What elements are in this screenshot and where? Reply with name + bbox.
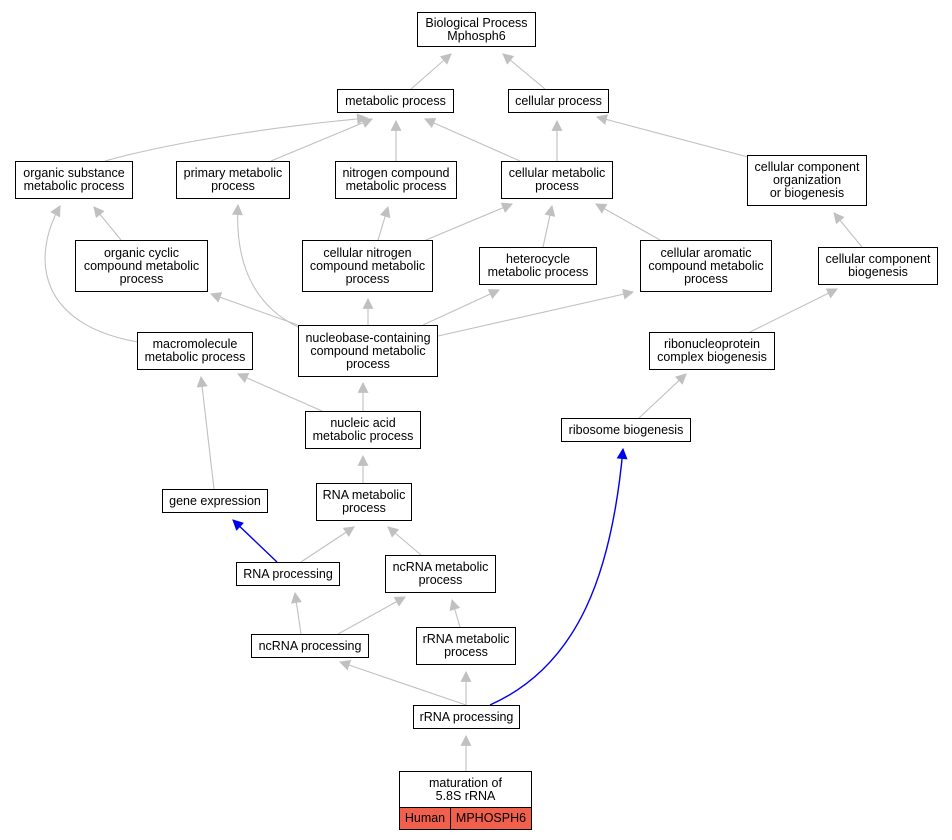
edge-metabolic-to-root — [410, 53, 452, 90]
edge-organic-cyclic-to-organic-substance — [93, 206, 122, 241]
node-ribonucleoprotein-complex-biogenesis[interactable]: ribonucleoprotein complex biogenesis — [649, 332, 775, 370]
edge-ribonucleoprotein-to-cellular-component-bio — [749, 288, 838, 333]
edge-macromolecule-to-organic-substance — [44, 205, 139, 343]
node-rna-metabolic-process[interactable]: RNA metabolic process — [316, 483, 412, 521]
node-ribosome-biogenesis[interactable]: ribosome biogenesis — [561, 418, 691, 442]
node-organic-substance-metabolic-process[interactable]: organic substance metabolic process — [15, 161, 133, 199]
edge-cellular-aromatic-to-cellular-metabolic — [595, 203, 661, 241]
edge-cellular-nitrogen-to-nitrogen-compound — [377, 205, 391, 241]
edge-nucleobase-to-cellular-aromatic — [437, 288, 635, 337]
edge-cellular-component-org-to-cellular — [595, 114, 749, 158]
edge-cellular-component-bio-to-cellular-component-org — [833, 212, 863, 248]
node-heterocycle-metabolic-process[interactable]: heterocycle metabolic process — [479, 247, 597, 285]
edge-ncrna-processing-to-ncrna-metabolic — [337, 596, 406, 635]
node-nucleobase-containing-compound-metabolic-process[interactable]: nucleobase-containing compound metabolic… — [298, 325, 438, 377]
node-cellular-nitrogen-compound-metabolic-process[interactable]: cellular nitrogen compound metabolic pro… — [302, 240, 433, 292]
node-organic-cyclic-compound-metabolic-process[interactable]: organic cyclic compound metabolic proces… — [75, 240, 208, 292]
edge-primary-metabolic-to-metabolic — [270, 117, 374, 162]
edge-rrna-metabolic-to-ncrna-metabolic — [449, 598, 461, 628]
edge-cellular-metabolic-to-metabolic — [423, 117, 521, 162]
node-rna-processing[interactable]: RNA processing — [236, 562, 340, 586]
edge-rrna-processing-to-ncrna-processing — [338, 659, 467, 706]
node-biological-process-root[interactable]: Biological Process Mphosph6 — [417, 12, 536, 47]
edge-nucleobase-to-organic-cyclic — [209, 292, 299, 326]
node-gene-expression[interactable]: gene expression — [162, 489, 268, 513]
edge-rna-processing-to-rna-metabolic — [300, 526, 355, 563]
node-cellular-process[interactable]: cellular process — [508, 89, 609, 113]
annotation-tags: Human MPHOSPH6 — [400, 807, 531, 829]
node-metabolic-process[interactable]: metabolic process — [337, 89, 454, 113]
node-ncrna-processing[interactable]: ncRNA processing — [251, 634, 369, 658]
node-rrna-metabolic-process[interactable]: rRNA metabolic process — [416, 627, 516, 665]
node-ncrna-metabolic-process[interactable]: ncRNA metabolic process — [385, 555, 496, 593]
node-primary-metabolic-process[interactable]: primary metabolic process — [176, 161, 290, 199]
gene-tag[interactable]: MPHOSPH6 — [450, 808, 531, 829]
edge-nucleobase-to-primary-metabolic — [231, 203, 301, 329]
node-cellular-aromatic-compound-metabolic-process[interactable]: cellular aromatic compound metabolic pro… — [640, 240, 772, 292]
node-nitrogen-compound-metabolic-process[interactable]: nitrogen compound metabolic process — [335, 161, 457, 199]
edge-rna-processing-to-gene-expression — [232, 519, 278, 563]
edge-nucleic-acid-to-macromolecule — [236, 372, 323, 412]
edge-cellular-to-root — [502, 53, 546, 90]
leaf-title: maturation of 5.8S rRNA — [429, 775, 502, 803]
edge-nucleobase-to-heterocycle — [422, 289, 500, 326]
edge-gene-expression-to-macromolecule — [196, 375, 215, 490]
node-macromolecule-metabolic-process[interactable]: macromolecule metabolic process — [137, 332, 253, 370]
edge-heterocycle-to-cellular-metabolic — [542, 204, 556, 248]
node-rrna-processing[interactable]: rRNA processing — [413, 705, 520, 729]
edge-rrna-processing-to-ribosome-biogenesis — [489, 447, 628, 706]
node-maturation-of-5-8s-rrna[interactable]: maturation of 5.8S rRNA Human MPHOSPH6 — [399, 771, 532, 830]
edge-cellular-nitrogen-to-cellular-metabolic — [425, 202, 514, 241]
species-tag[interactable]: Human — [400, 808, 450, 829]
edge-ncrna-metabolic-to-rna-metabolic — [387, 526, 422, 556]
edge-ribosome-biogenesis-to-ribonucleoprotein — [638, 373, 687, 419]
node-nucleic-acid-metabolic-process[interactable]: nucleic acid metabolic process — [305, 411, 421, 449]
node-cellular-metabolic-process[interactable]: cellular metabolic process — [501, 161, 613, 199]
edge-ncrna-processing-to-rna-processing — [290, 591, 302, 635]
node-cellular-component-organization[interactable]: cellular component organization or bioge… — [747, 155, 867, 206]
edge-organic-substance-to-metabolic — [104, 113, 369, 162]
node-cellular-component-biogenesis[interactable]: cellular component biogenesis — [818, 247, 938, 285]
